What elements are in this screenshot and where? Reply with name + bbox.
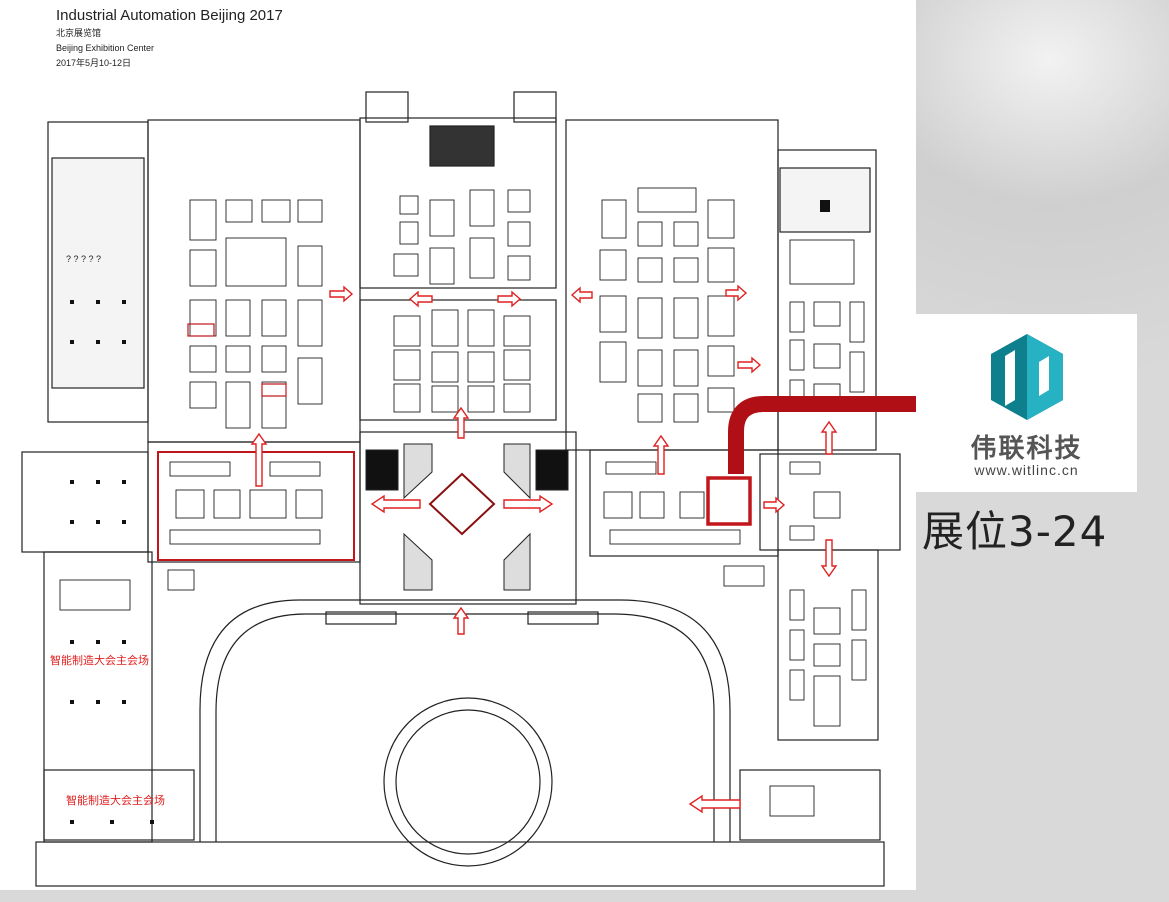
direction-arrow-icon	[497, 290, 522, 308]
label-main-venue-1: 智能制造大会主会场	[50, 653, 149, 667]
booth-number: 展位3-24	[922, 507, 1108, 556]
label-main-venue-2: 智能制造大会主会场	[66, 793, 165, 807]
booths	[59, 187, 867, 817]
left-wing-bottom	[43, 769, 195, 841]
direction-arrow-icon	[370, 494, 421, 514]
hall-center-tower-right	[513, 91, 557, 123]
left-wing-hall	[51, 157, 145, 389]
direction-arrow-icon	[250, 432, 268, 487]
direction-arrow-icon	[737, 356, 762, 374]
direction-arrow-icon	[763, 496, 786, 514]
gate-left	[325, 611, 397, 625]
forecourt-arc-inner	[215, 613, 715, 842]
direction-arrow-icon	[329, 285, 354, 303]
company-logo-card: 伟联科技 www.witlinc.cn	[916, 314, 1137, 492]
direction-arrow-icon	[408, 290, 433, 308]
event-dates: 2017年5月10-12日	[56, 58, 132, 68]
hall-center-upper	[359, 117, 557, 289]
left-wing-junction	[21, 451, 149, 553]
fountain-outer	[383, 697, 553, 867]
fountain-inner	[395, 709, 541, 855]
column-dots	[70, 200, 830, 824]
floor-plan-map: ? ? ? ? ? 智能制造大会主会场 智能制造大会主会场	[21, 91, 916, 887]
hall-center-tower-left	[365, 91, 409, 123]
company-url: www.witlinc.cn	[974, 462, 1079, 478]
direction-arrow-icon	[725, 284, 748, 302]
hall-center-stage	[429, 125, 495, 167]
svg-text:? ? ? ? ?: ? ? ? ? ?	[66, 254, 101, 264]
direction-arrow-icon	[503, 494, 554, 514]
company-name: 伟联科技	[970, 434, 1083, 464]
direction-arrow-icon	[452, 406, 470, 439]
plan-title: Industrial Automation Beijing 2017	[56, 7, 283, 24]
logo-hexagon-icon	[991, 334, 1063, 420]
venue-cn: 北京展览馆	[56, 28, 102, 38]
atrium-features	[365, 443, 569, 591]
bottom-road	[35, 841, 885, 887]
hall-center-atrium	[359, 431, 577, 605]
booth-3-24-highlight	[706, 476, 752, 526]
left-wing-marks: ? ? ? ? ?	[66, 254, 101, 264]
plan-header: Industrial Automation Beijing 2017 北京展览馆…	[56, 6, 283, 71]
direction-arrow-icon	[452, 606, 470, 635]
direction-arrow-icon	[820, 420, 838, 455]
direction-arrow-icon	[688, 794, 741, 814]
direction-arrow-icon	[570, 286, 593, 304]
callout-arrow-icon	[728, 396, 916, 474]
forecourt-arc	[199, 599, 731, 842]
venue-en: Beijing Exhibition Center	[56, 43, 155, 53]
direction-arrows	[250, 284, 838, 814]
direction-arrow-icon	[652, 434, 670, 475]
gate-right	[527, 611, 599, 625]
direction-arrow-icon	[820, 539, 838, 578]
